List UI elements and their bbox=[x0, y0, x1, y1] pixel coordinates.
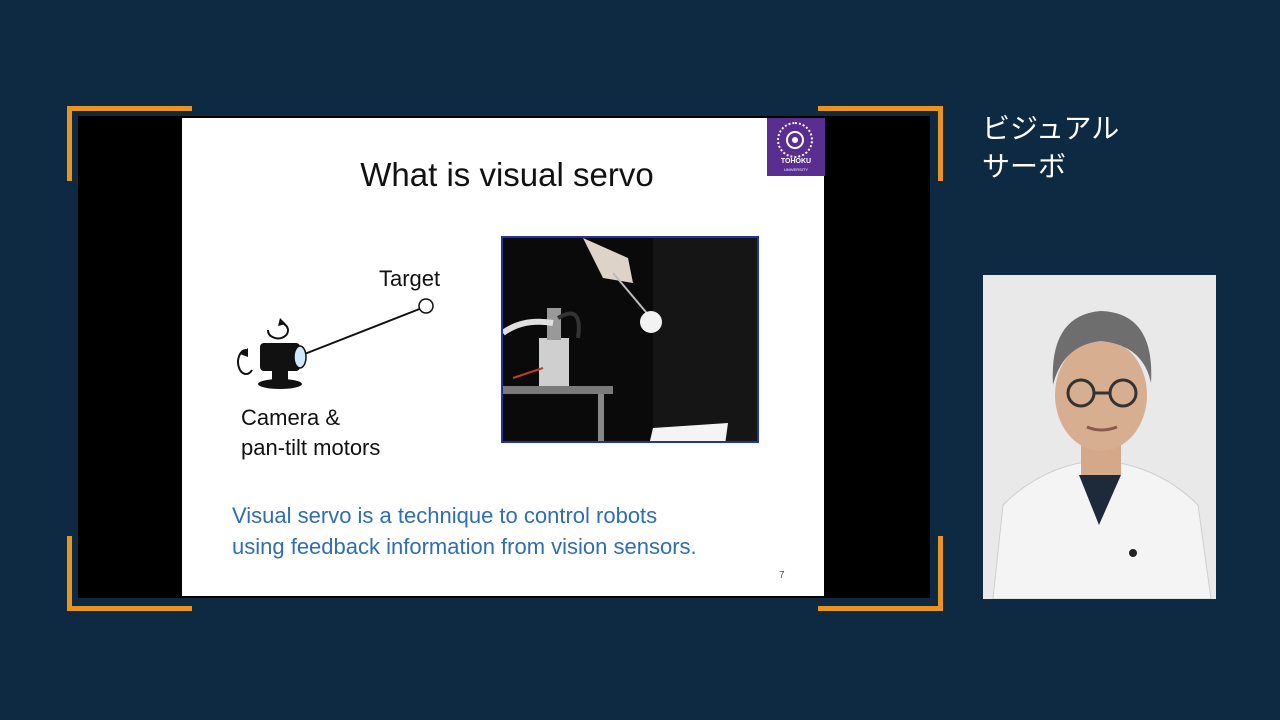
camera-label-line1: Camera & bbox=[241, 405, 341, 430]
caption-line1: Visual servo is a technique to control r… bbox=[232, 503, 658, 528]
demo-photo bbox=[501, 236, 759, 443]
side-title-line1: ビジュアル bbox=[982, 112, 1120, 145]
slide: What is visual servo TOHOKU UNIVERSITY T… bbox=[182, 118, 825, 596]
caption-line2: using feedback information from vision s… bbox=[232, 534, 697, 559]
logo-text: TOHOKU UNIVERSITY bbox=[767, 158, 825, 174]
slide-caption: Visual servo is a technique to control r… bbox=[232, 500, 697, 562]
slide-title: What is visual servo bbox=[360, 156, 654, 193]
slide-page-number: 7 bbox=[779, 570, 785, 581]
speaker-hair bbox=[1052, 311, 1152, 385]
pan-rotate-arrow-icon bbox=[266, 323, 289, 340]
camera-icon bbox=[258, 343, 307, 389]
speaker-video bbox=[983, 275, 1216, 599]
sight-line bbox=[301, 307, 423, 356]
university-seal-icon bbox=[777, 122, 813, 158]
camera-label: Camera & pan-tilt motors bbox=[241, 403, 380, 463]
side-title-line2: サーボ bbox=[982, 150, 1067, 183]
tilt-rotate-arrow-icon bbox=[237, 349, 253, 375]
pan-arrow-head bbox=[278, 318, 286, 326]
frame-corner-top-left bbox=[67, 106, 192, 181]
visual-servo-diagram bbox=[237, 298, 434, 389]
tilt-arrow-head bbox=[240, 348, 248, 357]
logo-name: TOHOKU bbox=[780, 158, 812, 165]
frame-corner-top-right bbox=[818, 106, 943, 181]
camera-label-line2: pan-tilt motors bbox=[241, 435, 381, 460]
target-label: Target bbox=[379, 266, 441, 291]
university-logo: TOHOKU UNIVERSITY bbox=[767, 118, 825, 176]
frame-corner-bottom-right bbox=[818, 536, 943, 611]
frame-corner-bottom-left bbox=[67, 536, 192, 611]
logo-sub: UNIVERSITY bbox=[783, 167, 808, 172]
target-circle-icon bbox=[418, 298, 434, 314]
side-title: ビジュアル サーボ bbox=[982, 110, 1119, 186]
